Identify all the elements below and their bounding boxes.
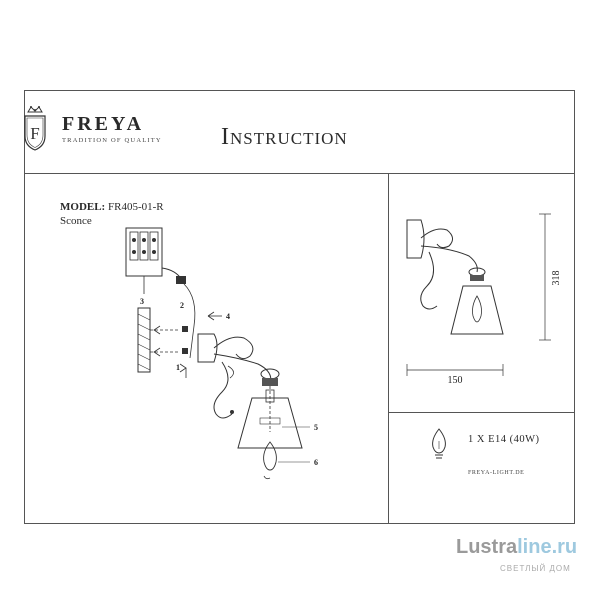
callout-2: 2 [180,301,184,310]
model-label: MODEL: [60,201,106,213]
website-text: FREYA-LIGHT.DE [468,470,525,476]
sconce-arm [197,333,272,419]
wall-plate [137,307,151,373]
model-type: Sconce [60,215,92,227]
document-title: Instruction [221,124,348,150]
callout-3: 3 [140,297,144,306]
freya-crest-icon: F [24,106,46,151]
header-divider [24,173,575,174]
watermark-subtitle: СВЕТЛЫЙ ДОМ [500,564,571,573]
watermark-logo: Lustraline.ru [456,536,577,559]
column-divider [388,173,389,524]
bulb-icon [432,428,446,459]
dimension-drawing: 150 318 [406,213,562,386]
dimension-width: 150 [448,375,463,386]
bulb-spec: 1 X E14 (40W) [468,434,540,445]
instruction-frame [24,90,575,524]
callout-4: 4 [226,312,230,321]
crest-monogram: F [30,124,39,143]
callout-6: 6 [314,458,318,467]
dimension-height: 318 [551,271,562,286]
lamp-shade [237,397,303,449]
callout-1: 1 [176,363,180,372]
brand-tagline: TRADITION OF QUALITY [62,137,162,144]
assembly-diagram: 1 2 3 4 5 6 [125,227,318,480]
model-line: MODEL: FR405-01-R [60,201,164,213]
callout-5: 5 [314,423,318,432]
candle-bulb [263,441,277,480]
watermark-name-part1: Lustra [456,536,518,558]
model-code: FR405-01-R [107,201,164,213]
lamp-socket [260,368,280,432]
terminal-block [125,227,186,284]
watermark-name-part2: line.ru [517,536,578,558]
spec-divider [388,412,575,413]
brand-name: FREYA [62,113,145,135]
